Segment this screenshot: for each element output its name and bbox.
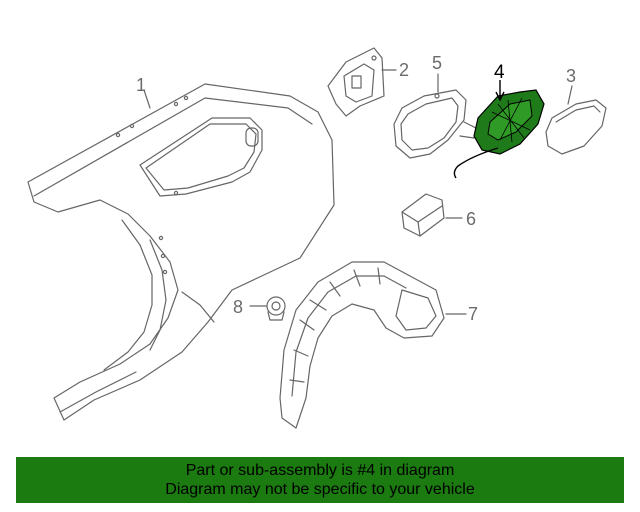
callout-2: 2: [399, 60, 410, 80]
part-3-fuel-door: [545, 99, 607, 155]
callout-7: 7: [468, 304, 479, 324]
part-7-liner: [279, 261, 445, 429]
part-6-switch: [401, 193, 445, 237]
callout-8: 8: [233, 297, 244, 317]
banner-line-1: Part or sub-assembly is #4 in diagram: [185, 462, 455, 479]
callout-5: 5: [432, 53, 443, 73]
info-banner: Part or sub-assembly is #4 in diagram Di…: [16, 457, 624, 503]
part-2-bracket: [327, 47, 385, 117]
part-4-fuel-housing-highlight: [453, 80, 545, 179]
parts-diagram: [27, 47, 607, 429]
leader-lines: [143, 69, 573, 315]
callout-3: 3: [566, 66, 577, 86]
part-5-housing: [393, 89, 477, 159]
part-1-quarter-panel: [27, 83, 335, 421]
banner-line-2: Diagram may not be specific to your vehi…: [165, 481, 475, 498]
callout-4: 4: [494, 62, 505, 83]
callout-1: 1: [136, 75, 147, 95]
part-8-grommet: [266, 296, 286, 321]
callout-6: 6: [466, 209, 477, 229]
